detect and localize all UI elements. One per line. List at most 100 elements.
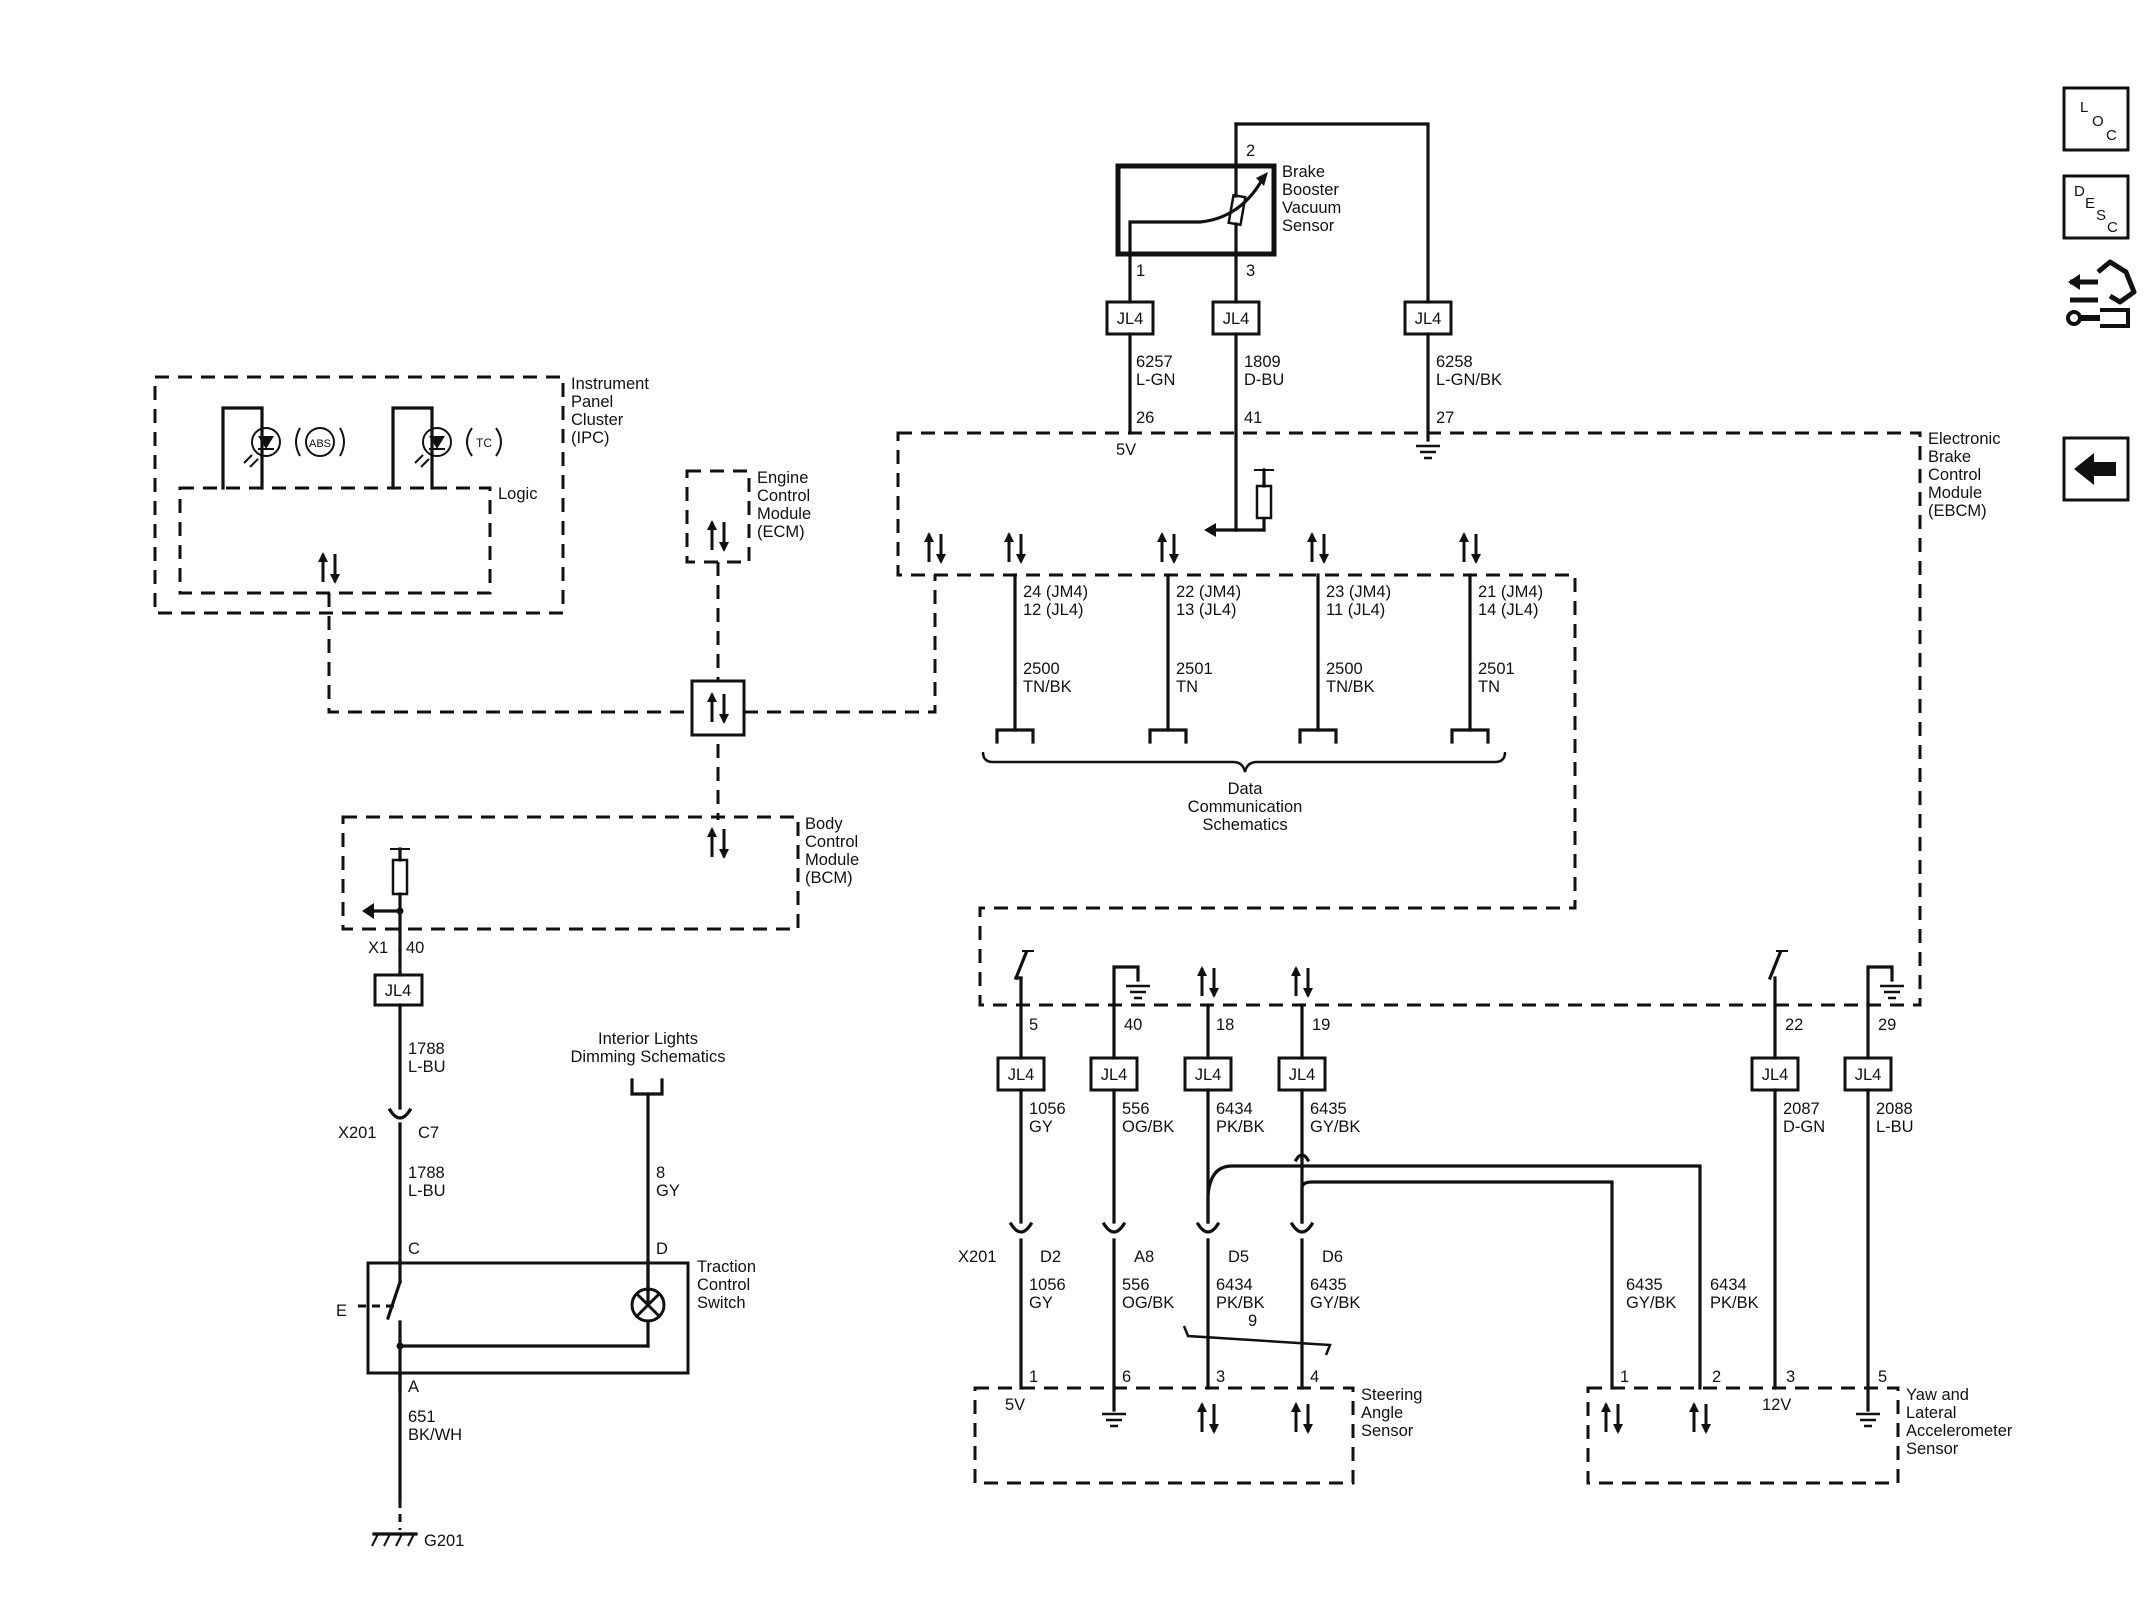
svg-text:(EBCM): (EBCM) <box>1928 502 1987 520</box>
steering-angle-sensor: 1 6 3 4 5V Steering Angle Sensor <box>973 1368 1422 1485</box>
traction-control-switch[interactable]: C D E Traction Control Switch <box>336 1240 756 1392</box>
svg-text:S: S <box>2096 207 2106 224</box>
data-communication-circuits: 24 (JM4) 12 (JL4) 2500 TN/BK 22 (JM4) 13… <box>981 573 1543 834</box>
bcm-label: Body Control Module (BCM) <box>805 815 859 887</box>
svg-text:Steering: Steering <box>1361 1386 1422 1404</box>
svg-text:Angle: Angle <box>1361 1404 1403 1422</box>
svg-text:D6: D6 <box>1322 1248 1343 1266</box>
svg-text:18: 18 <box>1216 1016 1234 1034</box>
booster-circuits: JL4 6257 L-GN 26 5V JL4 1809 D-BU 41 JL4… <box>1105 252 1502 537</box>
brake-booster-vacuum-sensor: 2 1 3 Brake Booster Vacuum Sensor <box>1115 122 1430 304</box>
svg-text:Control: Control <box>1928 466 1981 484</box>
svg-text:Vacuum: Vacuum <box>1282 199 1341 217</box>
svg-text:Communication: Communication <box>1188 798 1303 816</box>
svg-text:6435: 6435 <box>1310 1276 1347 1294</box>
svg-text:JL4: JL4 <box>1855 1066 1882 1084</box>
svg-text:JL4: JL4 <box>385 982 412 1000</box>
svg-text:5V: 5V <box>1005 1396 1025 1414</box>
svg-text:556: 556 <box>1122 1100 1150 1118</box>
svg-text:Booster: Booster <box>1282 181 1339 199</box>
tcs-label: Traction Control Switch <box>697 1258 756 1312</box>
svg-text:Control: Control <box>757 487 810 505</box>
svg-text:2501: 2501 <box>1176 660 1213 678</box>
svg-text:Engine: Engine <box>757 469 808 487</box>
svg-text:L-GN: L-GN <box>1136 371 1175 389</box>
svg-text:D: D <box>2074 183 2085 200</box>
svg-text:D-BU: D-BU <box>1244 371 1284 389</box>
ground-g201: A 651 BK/WH G201 <box>371 1371 464 1550</box>
svg-text:JL4: JL4 <box>1008 1066 1035 1084</box>
svg-text:Sensor: Sensor <box>1906 1440 1959 1458</box>
svg-text:D: D <box>656 1240 668 1258</box>
svg-text:BK/WH: BK/WH <box>408 1426 462 1444</box>
svg-text:Data: Data <box>1228 780 1264 798</box>
svg-text:Module: Module <box>757 505 811 523</box>
svg-text:A8: A8 <box>1134 1248 1154 1266</box>
svg-text:2501: 2501 <box>1478 660 1515 678</box>
location-button[interactable]: L O C <box>2062 86 2130 152</box>
svg-text:C7: C7 <box>418 1124 439 1142</box>
svg-text:X201: X201 <box>338 1124 377 1142</box>
svg-text:2500: 2500 <box>1023 660 1060 678</box>
svg-text:1788: 1788 <box>408 1040 445 1058</box>
svg-text:GY/BK: GY/BK <box>1626 1294 1676 1312</box>
svg-text:40: 40 <box>406 939 424 957</box>
svg-text:4: 4 <box>1310 1368 1319 1386</box>
svg-text:29: 29 <box>1878 1016 1896 1034</box>
ebcm-lower-pins <box>1013 950 1906 1007</box>
svg-text:JL4: JL4 <box>1117 310 1144 328</box>
svg-text:Module: Module <box>805 851 859 869</box>
ecm-module: Engine Control Module (ECM) <box>685 469 811 564</box>
svg-text:2088: 2088 <box>1876 1100 1913 1118</box>
svg-text:5V: 5V <box>1116 441 1136 459</box>
ebcm-module: Electronic Brake Control Module (EBCM) <box>896 430 2000 1007</box>
svg-text:9: 9 <box>1248 1312 1257 1330</box>
svg-text:PK/BK: PK/BK <box>1216 1294 1265 1312</box>
svg-text:14 (JL4): 14 (JL4) <box>1478 601 1539 619</box>
svg-text:GY: GY <box>656 1182 680 1200</box>
booster-label: Brake Booster Vacuum Sensor <box>1282 163 1341 235</box>
svg-text:JL4: JL4 <box>1223 310 1250 328</box>
back-arrow-button[interactable] <box>2062 436 2130 502</box>
svg-text:21 (JM4): 21 (JM4) <box>1478 583 1543 601</box>
svg-text:Accelerometer: Accelerometer <box>1906 1422 2013 1440</box>
description-button[interactable]: D E S C <box>2062 174 2130 240</box>
svg-text:6434: 6434 <box>1216 1100 1253 1118</box>
svg-text:6434: 6434 <box>1216 1276 1253 1294</box>
yaw-lateral-accelerometer-sensor: 1 2 3 5 12V Yaw and Lateral Acceleromete… <box>1586 1368 2013 1485</box>
ipc-logic-label: Logic <box>498 485 537 503</box>
svg-text:TN/BK: TN/BK <box>1023 678 1072 696</box>
svg-text:C: C <box>2106 127 2117 144</box>
svg-text:Interior Lights: Interior Lights <box>598 1030 698 1048</box>
yaw-label: Yaw and Lateral Accelerometer Sensor <box>1906 1386 2013 1458</box>
ebcm-lower-circuits: JL4 5 1056 GY D2 1056 GY JL4 40 556 OG/B… <box>958 1003 1914 1428</box>
svg-text:3: 3 <box>1786 1368 1795 1386</box>
svg-text:L-BU: L-BU <box>1876 1118 1914 1136</box>
svg-text:Switch: Switch <box>697 1294 746 1312</box>
svg-text:1788: 1788 <box>408 1164 445 1182</box>
svg-text:3: 3 <box>1216 1368 1225 1386</box>
svg-text:556: 556 <box>1122 1276 1150 1294</box>
svg-text:Instrument: Instrument <box>571 375 649 393</box>
svg-text:24 (JM4): 24 (JM4) <box>1023 583 1088 601</box>
svg-text:22 (JM4): 22 (JM4) <box>1176 583 1241 601</box>
svg-text:PK/BK: PK/BK <box>1216 1118 1265 1136</box>
svg-text:D-GN: D-GN <box>1783 1118 1825 1136</box>
svg-text:(ECM): (ECM) <box>757 523 805 541</box>
steering-label: Steering Angle Sensor <box>1361 1386 1422 1440</box>
svg-text:3: 3 <box>1246 262 1255 280</box>
svg-text:Sensor: Sensor <box>1361 1422 1414 1440</box>
svg-text:40: 40 <box>1124 1016 1142 1034</box>
svg-text:1: 1 <box>1620 1368 1629 1386</box>
svg-text:(IPC): (IPC) <box>571 429 610 447</box>
svg-text:6435: 6435 <box>1310 1100 1347 1118</box>
svg-text:Lateral: Lateral <box>1906 1404 1956 1422</box>
svg-text:GY/BK: GY/BK <box>1310 1294 1360 1312</box>
connector-view-icon[interactable] <box>2066 259 2137 328</box>
svg-text:6: 6 <box>1122 1368 1131 1386</box>
svg-text:L-GN/BK: L-GN/BK <box>1436 371 1502 389</box>
serial-data-junction <box>690 679 746 737</box>
svg-text:JL4: JL4 <box>1415 310 1442 328</box>
svg-text:Brake: Brake <box>1282 163 1325 181</box>
bcm-module: Body Control Module (BCM) <box>341 815 859 952</box>
